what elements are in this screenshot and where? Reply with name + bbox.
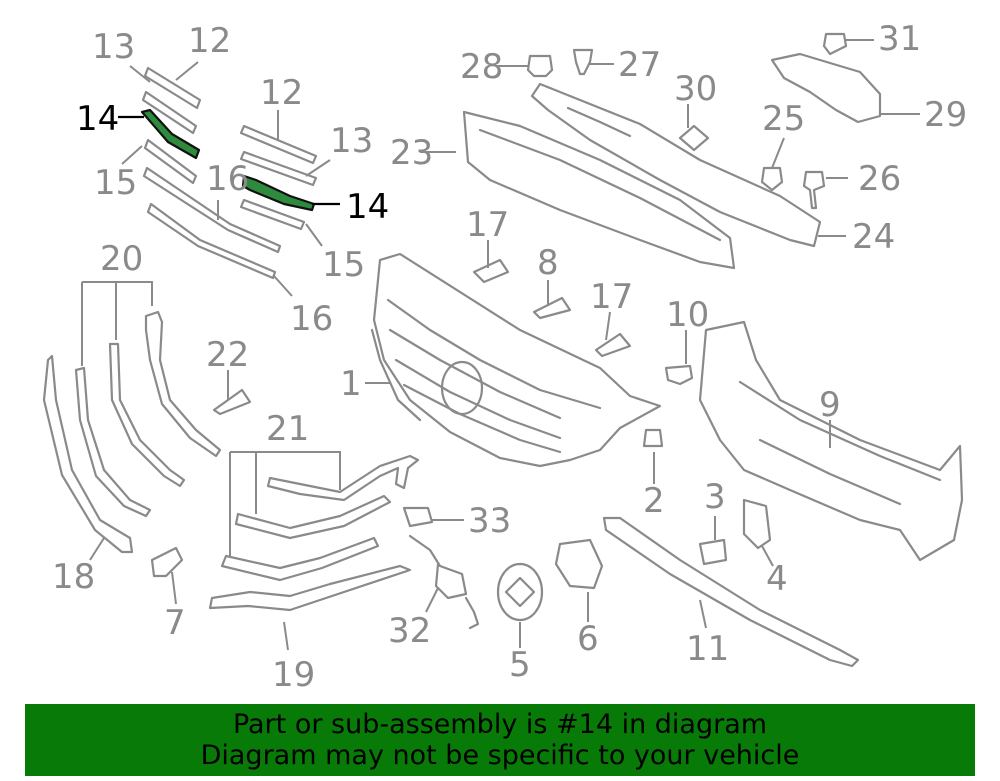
callout-14-left: 14 bbox=[76, 99, 119, 139]
callout-16a: 16 bbox=[206, 159, 249, 199]
lower-bracket bbox=[602, 516, 860, 668]
callout-27: 27 bbox=[618, 45, 661, 85]
callout-2: 2 bbox=[643, 481, 665, 521]
callout-29: 29 bbox=[924, 95, 967, 135]
banner-line-1: Part or sub-assembly is #14 in diagram bbox=[232, 709, 768, 740]
callout-26: 26 bbox=[858, 159, 901, 199]
callout-20: 20 bbox=[100, 239, 143, 279]
callout-5: 5 bbox=[509, 645, 531, 685]
callout-24: 24 bbox=[852, 217, 895, 257]
callout-32: 32 bbox=[388, 611, 431, 651]
callout-31: 31 bbox=[878, 19, 921, 59]
callout-14-center: 14 bbox=[346, 187, 389, 227]
highlighted-part-14-center bbox=[241, 174, 316, 212]
callout-10: 10 bbox=[666, 295, 709, 335]
callout-22: 22 bbox=[206, 335, 249, 375]
callout-1: 1 bbox=[340, 364, 362, 404]
banner-line-2: Diagram may not be specific to your vehi… bbox=[200, 740, 800, 771]
callout-7: 7 bbox=[164, 603, 186, 643]
callout-17a: 17 bbox=[466, 205, 509, 245]
callout-12b: 12 bbox=[260, 73, 303, 113]
callout-19: 19 bbox=[272, 655, 315, 695]
callout-25: 25 bbox=[762, 99, 805, 139]
callout-8: 8 bbox=[537, 243, 559, 283]
callout-33: 33 bbox=[468, 501, 511, 541]
callout-21: 21 bbox=[266, 409, 309, 449]
callout-17b: 17 bbox=[590, 277, 633, 317]
callout-4: 4 bbox=[766, 559, 788, 599]
highlighted-part-14-left bbox=[140, 108, 201, 160]
side-trims bbox=[42, 310, 222, 554]
callout-12a: 12 bbox=[188, 21, 231, 61]
callout-13a: 13 bbox=[92, 27, 135, 67]
emblem-and-harness bbox=[408, 534, 604, 630]
callout-28: 28 bbox=[460, 47, 503, 87]
upper-panel bbox=[462, 110, 736, 270]
callout-16b: 16 bbox=[290, 299, 333, 339]
trim-strips-left bbox=[140, 66, 282, 280]
lower-trims bbox=[208, 454, 420, 612]
fasteners bbox=[150, 32, 848, 578]
upper-brackets bbox=[530, 52, 882, 248]
callout-11: 11 bbox=[686, 629, 729, 669]
info-banner: Part or sub-assembly is #14 in diagram D… bbox=[25, 704, 975, 776]
callout-15b: 15 bbox=[322, 245, 365, 285]
grille-assembly bbox=[370, 252, 662, 468]
leader-lines bbox=[81, 39, 920, 651]
trim-strips-center bbox=[239, 124, 318, 231]
callout-3: 3 bbox=[704, 477, 726, 517]
callout-9: 9 bbox=[819, 385, 841, 425]
callout-6: 6 bbox=[577, 619, 599, 659]
callout-30: 30 bbox=[674, 69, 717, 109]
callout-15a: 15 bbox=[94, 163, 137, 203]
callout-13b: 13 bbox=[330, 121, 373, 161]
callout-23: 23 bbox=[390, 133, 433, 173]
parts-diagram: 1 2 3 4 5 6 7 8 9 10 11 12 12 13 13 14 1… bbox=[42, 19, 967, 695]
callout-18: 18 bbox=[52, 557, 95, 597]
callout-labels: 1 2 3 4 5 6 7 8 9 10 11 12 12 13 13 14 1… bbox=[52, 19, 967, 695]
